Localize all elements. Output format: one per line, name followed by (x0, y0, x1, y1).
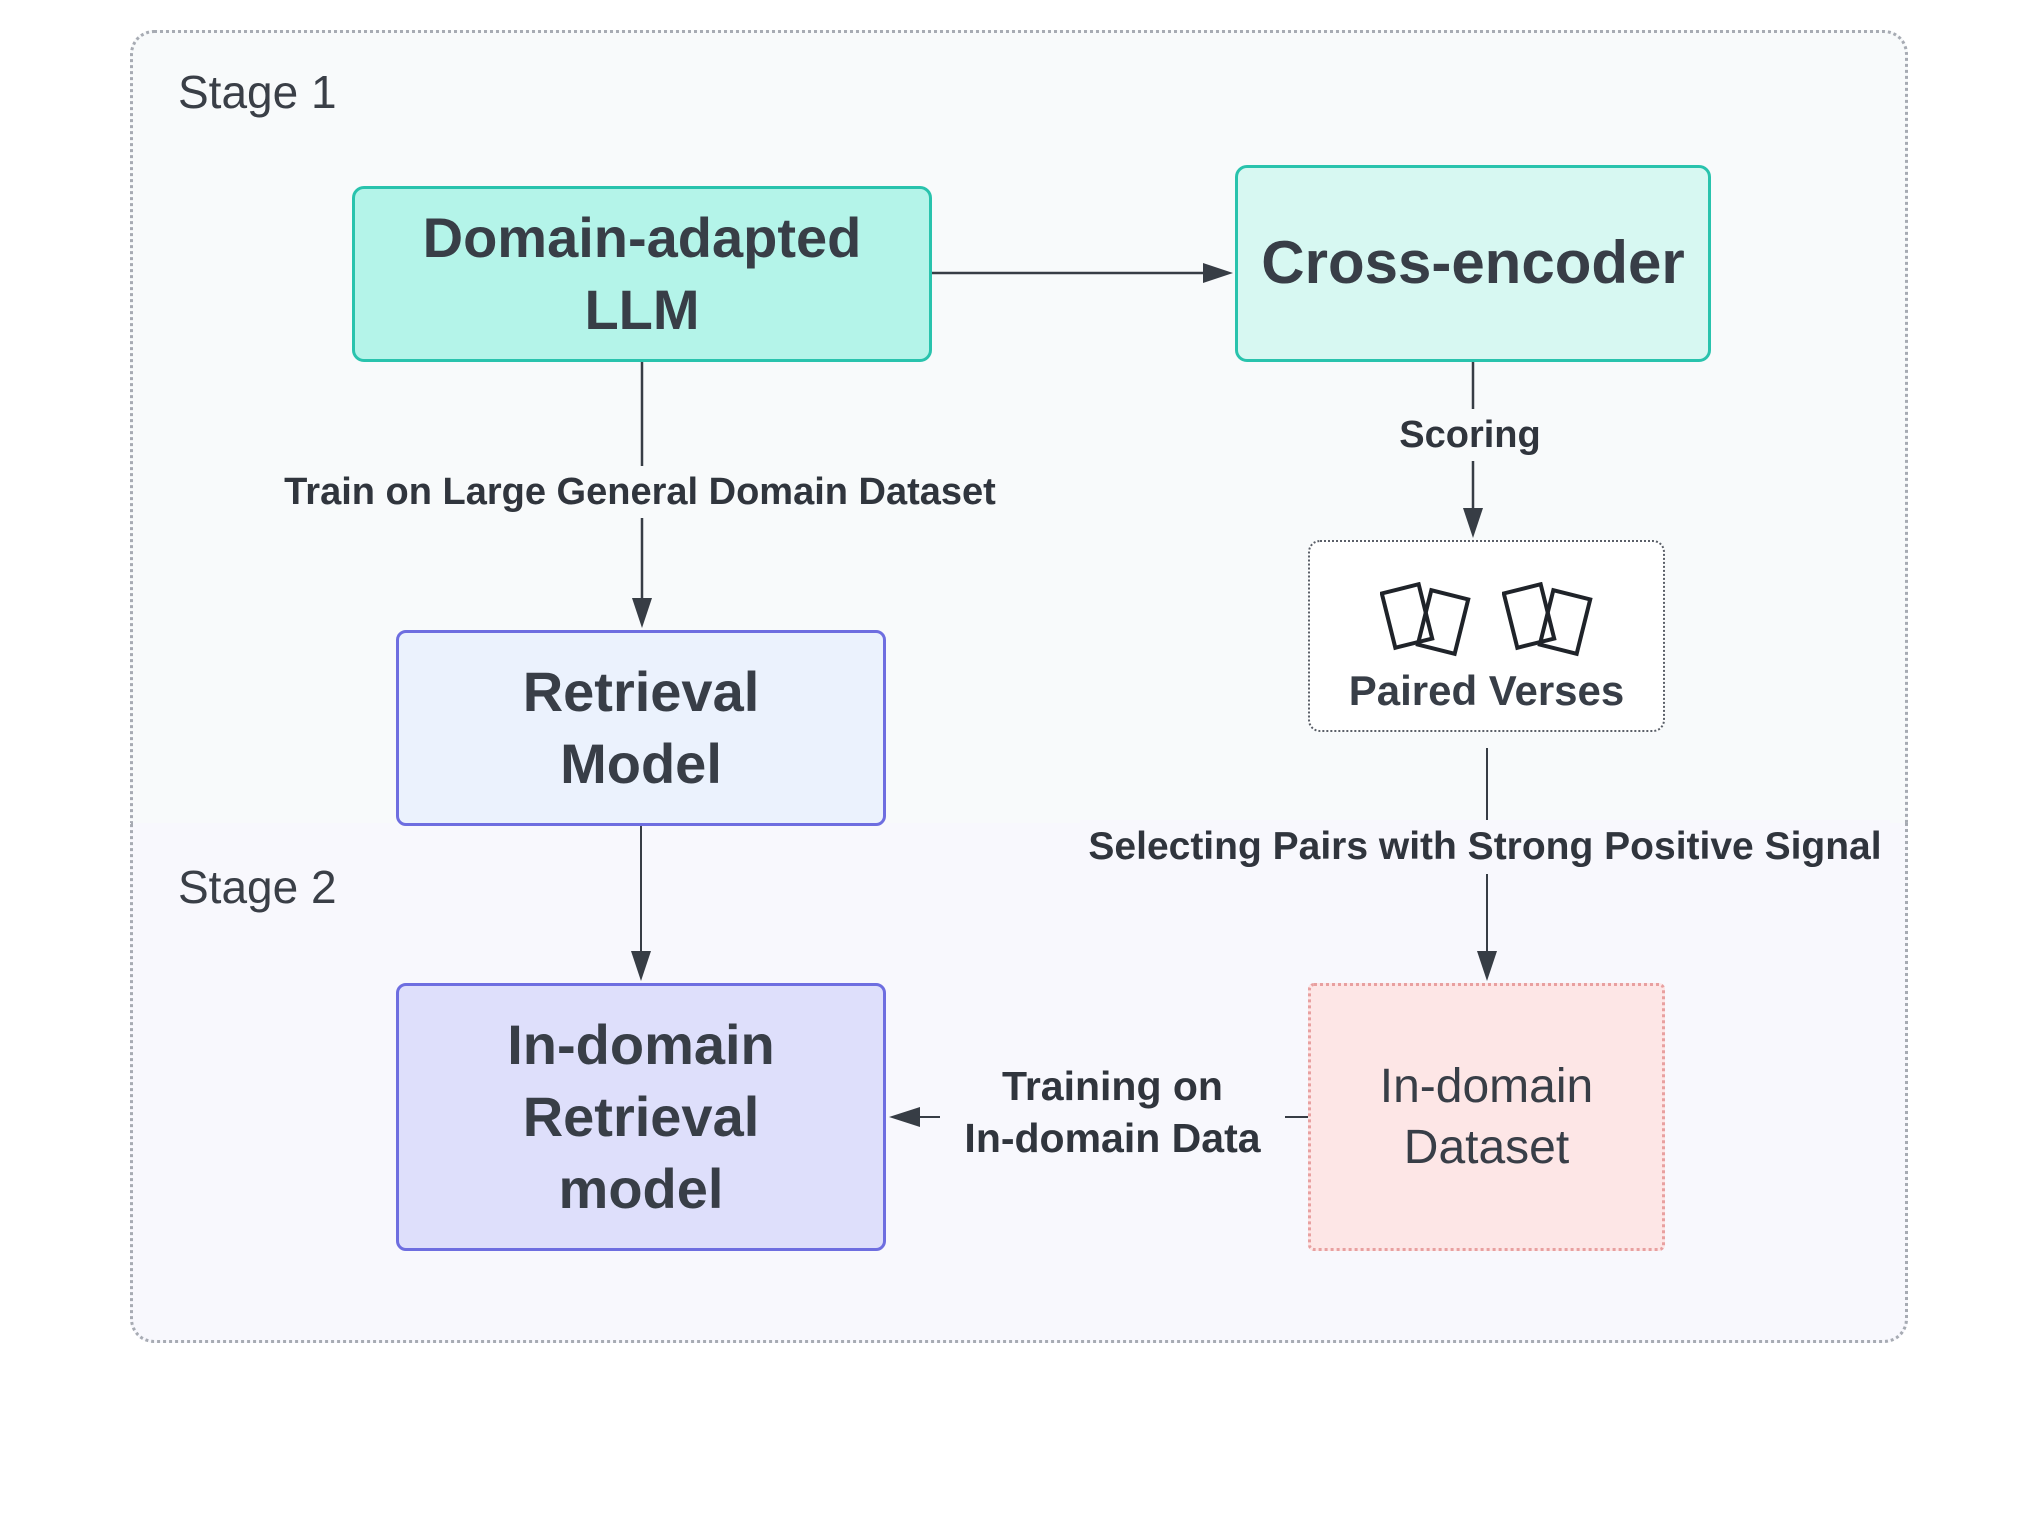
arrowhead-right (1203, 263, 1233, 283)
node-label-line: In-domain (507, 1013, 775, 1077)
stage-1-label: Stage 1 (178, 66, 337, 118)
arrowhead-down (1463, 508, 1483, 538)
arrowhead-left (889, 1107, 920, 1127)
edge-label-selecting-pairs: Selecting Pairs with Strong Positive Sig… (1080, 820, 1890, 874)
edge-label-train-general: Train on Large General Domain Dataset (255, 466, 1025, 519)
paired-icons (1379, 582, 1594, 658)
arrowhead-down (631, 951, 651, 981)
node-label-line: LLM (584, 278, 700, 341)
paired-verses-node: Paired Verses (1308, 540, 1665, 732)
node-label: Cross-encoder (1261, 229, 1685, 297)
node-label-line: Dataset (1403, 1121, 1570, 1174)
node-label-line: Retrieval (522, 660, 760, 724)
paired-verses-label: Paired Verses (1348, 667, 1625, 714)
node-label-line: Retrieval (522, 1085, 760, 1149)
node-label-line: Model (560, 732, 722, 795)
retrieval-model-node: Retrieval Model (396, 630, 886, 826)
edge-label-line: Training on (1002, 1063, 1223, 1109)
paired-cards-icon (1379, 582, 1471, 657)
paired-cards-icon (1501, 582, 1593, 657)
arrowhead-down (632, 598, 652, 628)
in-domain-retrieval-model-node: In-domain Retrieval model (396, 983, 886, 1251)
node-label-line: Domain-adapted (422, 206, 862, 270)
in-domain-dataset-node: In-domain Dataset (1308, 983, 1665, 1251)
node-label-line: model (558, 1156, 724, 1220)
edge-label-training-in-domain: Training on In-domain Data (940, 1060, 1285, 1165)
node-label-line: In-domain (1379, 1059, 1594, 1113)
edge-label-line: In-domain Data (964, 1115, 1261, 1162)
arrowhead-down (1477, 951, 1497, 981)
domain-adapted-llm-node: Domain-adapted LLM (352, 186, 932, 362)
stage-2-label: Stage 2 (178, 861, 337, 913)
edge-label-scoring: Scoring (1380, 409, 1560, 462)
cross-encoder-node: Cross-encoder (1235, 165, 1711, 362)
